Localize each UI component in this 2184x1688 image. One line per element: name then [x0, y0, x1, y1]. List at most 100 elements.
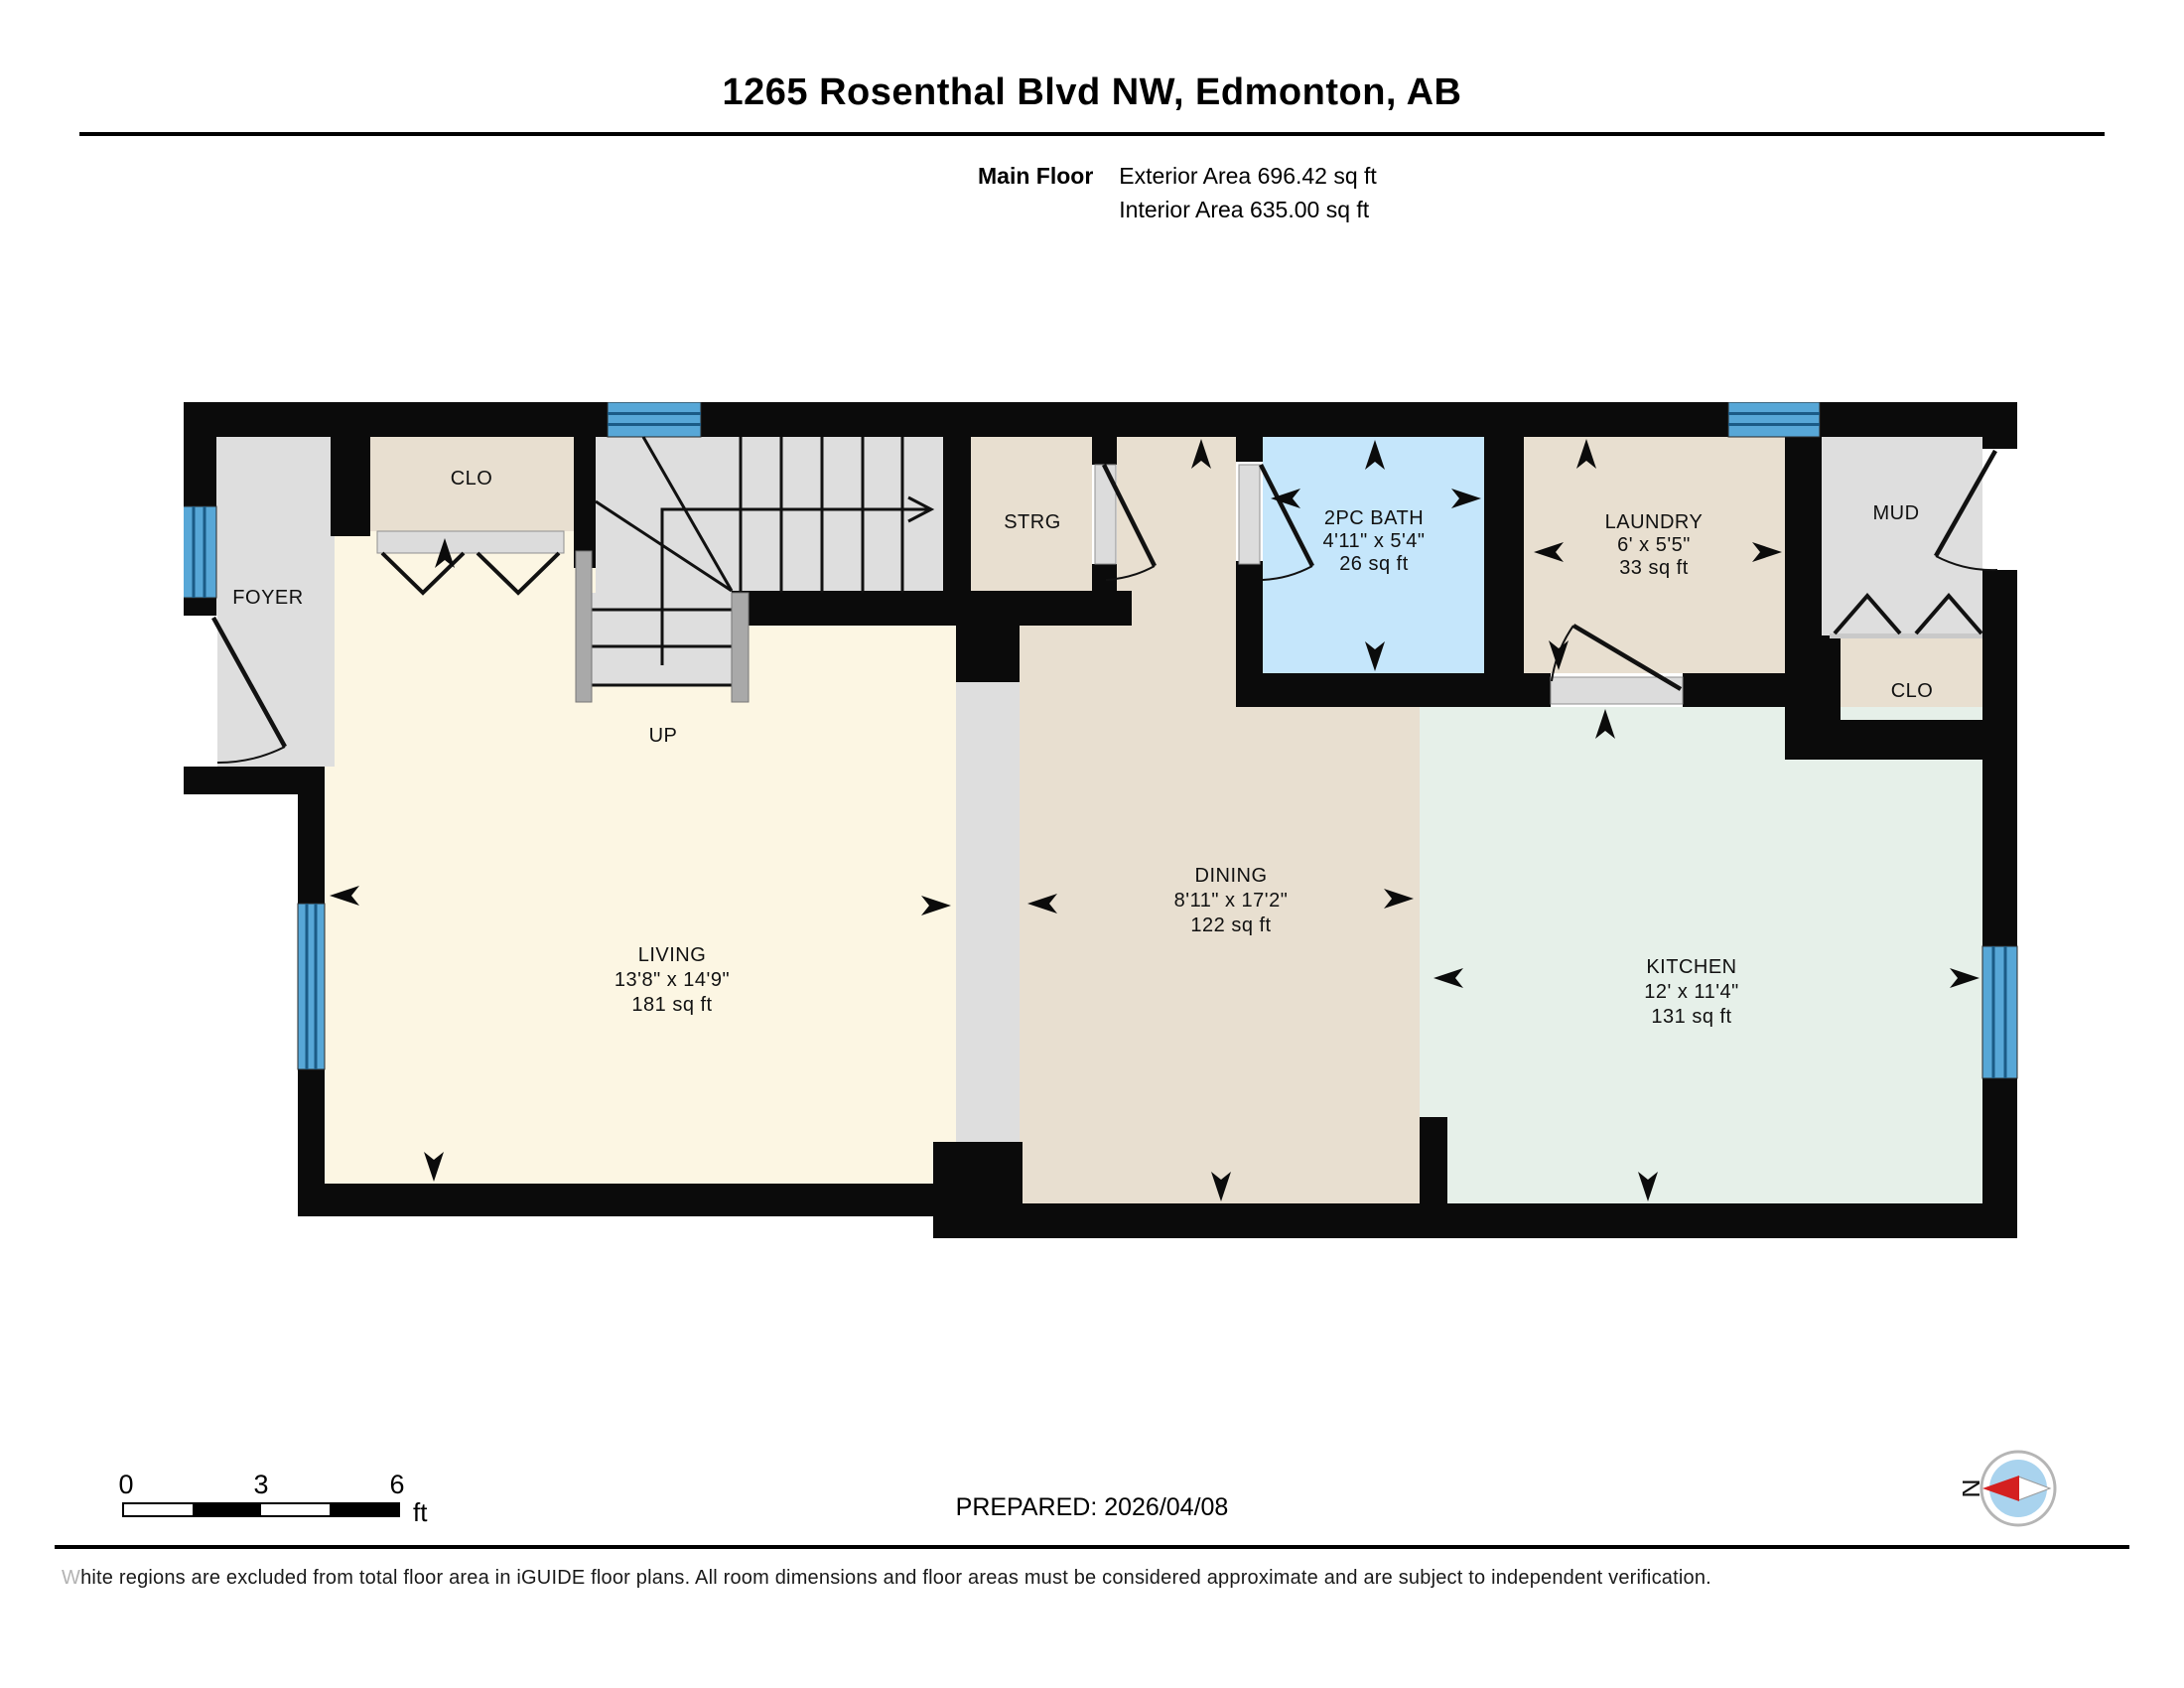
clo-top-bifold: [380, 551, 466, 596]
disclaimer-text: White regions are excluded from total fl…: [62, 1567, 1711, 1590]
mud-clo-bifold: [1833, 592, 1902, 635]
stair-direction-arrow: [660, 495, 935, 665]
room-living-label: LIVING: [638, 944, 707, 966]
staircase-upper-floor: [596, 437, 943, 593]
address-title: 1265 Rosenthal Blvd NW, Edmonton, AB: [722, 71, 1462, 113]
scale-bar-segment: [330, 1504, 398, 1515]
dim-arrow: [1950, 968, 1979, 988]
room-strg-floor: [971, 437, 1092, 591]
room-bath-floor: [1263, 437, 1484, 673]
hallway-strip: [956, 682, 1020, 1142]
scale-unit: ft: [413, 1497, 428, 1527]
interior-area: Interior Area 635.00 sq ft: [1119, 197, 1370, 222]
dim-arrow: [1027, 894, 1057, 914]
room-laundry-dims: 6' x 5'5": [1617, 534, 1691, 556]
staircase: [575, 436, 935, 703]
walls: [184, 402, 2017, 1238]
strg-door-leaf: [1101, 463, 1158, 568]
dim-arrow: [330, 886, 359, 906]
room-dining-floor: [1020, 626, 1420, 1203]
room-clo-top-floor: [370, 437, 574, 531]
windows: [184, 402, 2018, 1079]
clo-top-bifold: [476, 551, 561, 596]
foyer-entry-gap: [184, 616, 217, 767]
window: [1981, 945, 2018, 1079]
window: [184, 505, 217, 599]
room-mud-label: MUD: [1872, 502, 1919, 524]
dim-arrow: [1451, 489, 1481, 508]
room-dining-dims: 8'11" x 17'2": [1174, 890, 1289, 912]
dim-arrow: [1752, 542, 1782, 562]
room-kitchen-area: 131 sq ft: [1651, 1006, 1731, 1028]
stair-winder-line: [641, 436, 734, 592]
window: [1727, 402, 1821, 438]
room-kitchen-label: KITCHEN: [1646, 956, 1736, 978]
dim-arrow: [1549, 640, 1569, 670]
compass-needle-north: [1982, 1476, 2019, 1501]
room-foyer-label: FOYER: [232, 587, 303, 609]
stair-newel: [575, 550, 593, 703]
window: [297, 903, 326, 1070]
dimension-arrows: [330, 439, 1979, 1201]
floor-summary: Main Floor Exterior Area 696.42 sq ft In…: [978, 159, 1377, 226]
room-dining-label: DINING: [1195, 865, 1268, 887]
scale-tick-0: 0: [118, 1470, 134, 1499]
stair-newel: [731, 592, 750, 703]
mud-entry-gap: [1982, 449, 2017, 570]
stairs-up-label: UP: [649, 725, 678, 747]
room-fills: [216, 437, 1982, 1203]
scale-bar: [122, 1502, 400, 1517]
mud-door-leaf: [1934, 449, 1997, 558]
bath-door-leaf: [1258, 463, 1315, 568]
room-laundry-label: LAUNDRY: [1605, 511, 1704, 533]
dim-arrow: [1211, 1172, 1231, 1201]
dim-arrow: [1595, 709, 1615, 739]
room-bath-label: 2PC BATH: [1324, 507, 1424, 529]
floor-name: Main Floor: [978, 163, 1094, 189]
dim-arrow: [1433, 968, 1463, 988]
dim-arrow: [1191, 439, 1211, 469]
strg-door-arc: [1105, 565, 1156, 581]
room-laundry-area: 33 sq ft: [1619, 557, 1689, 579]
foyer-door-leaf: [211, 616, 287, 749]
dim-arrow: [1365, 440, 1385, 470]
dim-arrow: [435, 538, 455, 568]
dim-arrow: [424, 1152, 444, 1182]
scale-bar-segment: [193, 1504, 261, 1515]
door-gaps: [184, 449, 2017, 767]
door-leaves: [211, 449, 1997, 749]
room-bath-area: 26 sq ft: [1339, 553, 1409, 575]
dim-arrow: [1638, 1172, 1658, 1201]
foyer-door-arc: [216, 746, 286, 765]
disclaimer-body: hite regions are excluded from total flo…: [80, 1567, 1711, 1589]
room-clo-top-label: CLO: [451, 468, 493, 490]
dim-arrow: [1365, 641, 1385, 671]
disclaimer-first-letter: W: [62, 1567, 81, 1589]
room-foyer-floor: [216, 437, 335, 767]
dim-arrow: [1271, 489, 1300, 508]
room-living-area: 181 sq ft: [631, 994, 712, 1016]
scale-tick-3: 3: [253, 1470, 269, 1499]
scale-tick-6: 6: [389, 1470, 405, 1499]
room-kitchen-dims: 12' x 11'4": [1644, 981, 1738, 1003]
compass-icon: N: [1963, 1450, 2057, 1527]
room-kitchen-floor: [1420, 707, 1982, 1203]
dim-arrow: [1576, 439, 1596, 469]
dim-arrow: [921, 896, 951, 915]
mud-clo-bifold: [1914, 592, 1983, 635]
room-living-dims: 13'8" x 14'9": [614, 969, 730, 991]
room-clo-right-floor: [1841, 637, 1982, 720]
dim-arrow: [1384, 889, 1414, 909]
mud-door-arc: [1935, 555, 1998, 572]
footer-divider: [55, 1545, 2129, 1549]
room-dining-hall-floor: [1117, 437, 1236, 635]
dim-arrow: [1534, 542, 1564, 562]
exterior-area: Exterior Area 696.42 sq ft: [1119, 163, 1377, 189]
room-dining-area: 122 sq ft: [1190, 914, 1271, 936]
room-clo-right-label: CLO: [1891, 680, 1934, 702]
window: [607, 402, 702, 438]
compass-north-label: N: [1963, 1478, 1985, 1498]
room-labels: LIVING 13'8" x 14'9" 181 sq ft DINING 8'…: [232, 468, 1933, 1028]
room-bath-dims: 4'11" x 5'4": [1322, 530, 1425, 552]
